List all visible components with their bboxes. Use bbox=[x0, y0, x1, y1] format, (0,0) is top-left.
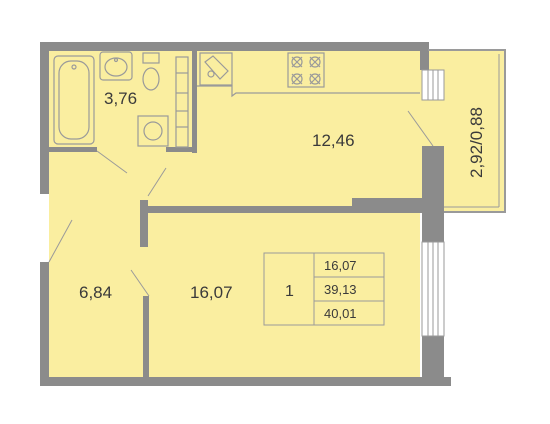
wall-left-lower bbox=[40, 262, 49, 386]
wall-bathroom-bottom bbox=[49, 147, 97, 152]
kitchen-counter bbox=[197, 85, 420, 98]
balcony-outline bbox=[428, 49, 506, 213]
bathtub-icon bbox=[53, 55, 95, 145]
kitchen-sink-icon bbox=[199, 52, 233, 86]
entrance-gap bbox=[40, 194, 49, 262]
living-area-value: 16,07 bbox=[324, 258, 357, 273]
windows bbox=[40, 69, 445, 337]
wall-living-top bbox=[140, 206, 424, 213]
balcony-door-window bbox=[421, 69, 445, 101]
wall-bathroom-bottom-right bbox=[166, 147, 197, 152]
door-living bbox=[130, 269, 150, 297]
wall-left-upper bbox=[40, 42, 49, 194]
balcony-rail bbox=[428, 49, 506, 213]
interior-walls bbox=[49, 51, 424, 378]
apartment-floor bbox=[42, 44, 420, 386]
door-kitchen bbox=[147, 167, 167, 197]
bathroom-fixtures bbox=[53, 51, 189, 148]
wall-living-left-lower bbox=[143, 296, 149, 378]
kitchen-area-label: 12,46 bbox=[312, 131, 355, 150]
floor-fills bbox=[42, 44, 505, 386]
door-swings bbox=[48, 110, 434, 297]
wall-living-top-stub bbox=[352, 198, 424, 208]
wall-bottom bbox=[40, 377, 451, 386]
door-balcony bbox=[407, 110, 434, 147]
wall-right-bottom bbox=[422, 336, 444, 386]
wall-top bbox=[40, 42, 421, 51]
wall-bathroom-right bbox=[192, 51, 197, 153]
sink-icon bbox=[99, 51, 133, 81]
washing-machine-icon bbox=[137, 115, 169, 147]
wall-right-mid bbox=[422, 146, 444, 242]
living-room-window bbox=[421, 241, 445, 337]
area-without-balcony-value: 39,13 bbox=[324, 282, 357, 297]
door-entrance bbox=[48, 219, 73, 263]
total-area-value: 40,01 bbox=[324, 306, 357, 321]
toilet-icon bbox=[142, 52, 160, 64]
area-summary-box: 1 16,07 39,13 40,01 bbox=[263, 252, 385, 326]
bathroom-area-label: 3,76 bbox=[104, 89, 137, 108]
balcony-area-label: 2,92/0,88 bbox=[467, 107, 486, 178]
shelf-unit bbox=[175, 56, 189, 148]
room-labels: 3,76 12,46 2,92/0,88 6,84 16,07 bbox=[79, 89, 486, 302]
living-room-area-label: 16,07 bbox=[190, 283, 233, 302]
hallway-area-label: 6,84 bbox=[79, 283, 112, 302]
outer-walls bbox=[40, 42, 451, 386]
stove-icon bbox=[287, 52, 325, 88]
door-bathroom bbox=[96, 150, 128, 174]
wall-right-top bbox=[420, 42, 429, 70]
wall-living-left-upper bbox=[140, 200, 148, 247]
kitchen-fixtures bbox=[197, 52, 420, 98]
rooms-count: 1 bbox=[285, 283, 294, 300]
